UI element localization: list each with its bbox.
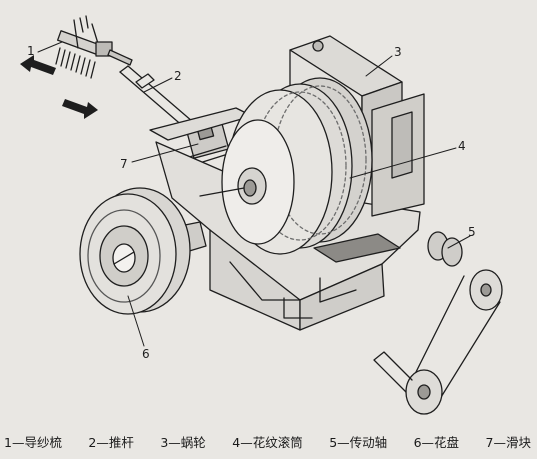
leader-lines bbox=[37, 41, 471, 347]
cam-disc bbox=[79, 187, 207, 315]
transmission-shaft bbox=[373, 231, 503, 415]
callout-3: 3 bbox=[394, 45, 402, 59]
callout-1: 1 bbox=[27, 44, 35, 58]
legend-cam-disc: 6—花盘 bbox=[413, 434, 460, 450]
callout-4: 4 bbox=[458, 139, 466, 153]
parts-legend: 1—导纱梳 2—推杆 3—蜗轮 4—花纹滚筒 5—传动轴 6—花盘 7—滑块 bbox=[0, 428, 537, 454]
legend-yarn-guide-comb: 1—导纱梳 bbox=[4, 434, 62, 450]
legend-slider: 7—滑块 bbox=[485, 434, 531, 450]
yarn-guide-comb bbox=[55, 15, 133, 79]
legend-pattern-drum: 4—花纹滚筒 bbox=[232, 434, 303, 450]
callout-2: 2 bbox=[174, 69, 182, 83]
legend-worm-gear: 3—蜗轮 bbox=[160, 434, 206, 450]
traverse-arrows bbox=[20, 55, 98, 119]
pattern-drum bbox=[199, 77, 373, 255]
legend-push-rod: 2—推杆 bbox=[88, 434, 134, 450]
callout-7: 7 bbox=[120, 157, 128, 171]
legend-transmission-shaft: 5—传动轴 bbox=[329, 434, 388, 450]
callout-6: 6 bbox=[142, 347, 150, 361]
callout-5: 5 bbox=[468, 225, 476, 239]
